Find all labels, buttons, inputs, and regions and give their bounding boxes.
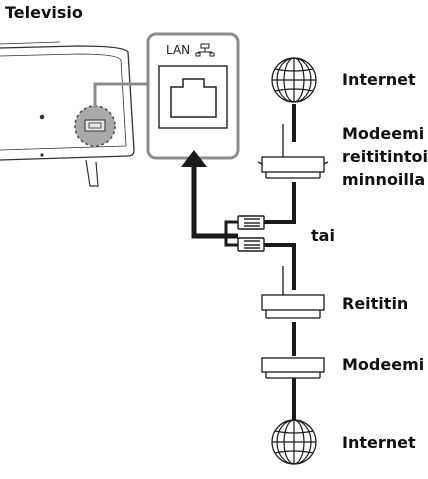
modem-router-label-line1: Modeemi: [342, 124, 425, 143]
rj45-plug-icon: [237, 215, 265, 230]
modem-label: Modeemi: [342, 355, 425, 374]
cable-fork: [224, 220, 238, 247]
globe-icon: [271, 419, 317, 465]
modem-icon: [261, 357, 325, 379]
router-label: Reititin: [342, 294, 409, 313]
router-icon: [261, 266, 325, 319]
lan-callout-box: [146, 32, 240, 160]
internet-top-label: Internet: [342, 70, 416, 89]
rj45-plug-icon: [237, 237, 265, 252]
ethernet-port-icon: [170, 78, 217, 118]
modem-router-label-line2: reititintoi: [342, 147, 428, 166]
lan-port-label: LAN: [166, 43, 191, 57]
modem-router-label-line3: minnoilla: [342, 170, 426, 189]
callout-connector: [93, 82, 148, 108]
tv-rear-icon: [0, 41, 135, 187]
cable-lower: [264, 243, 296, 290]
network-symbol-icon: [195, 43, 215, 57]
internet-bottom-label: Internet: [342, 433, 416, 452]
or-label: tai: [311, 226, 335, 245]
modem-router-icon: [257, 124, 329, 179]
tv-label: Televisio: [5, 3, 83, 22]
lan-cable-thick: [191, 166, 238, 239]
arrow-up-icon: [181, 150, 207, 167]
globe-icon: [271, 57, 317, 103]
cable-upper: [264, 182, 296, 224]
